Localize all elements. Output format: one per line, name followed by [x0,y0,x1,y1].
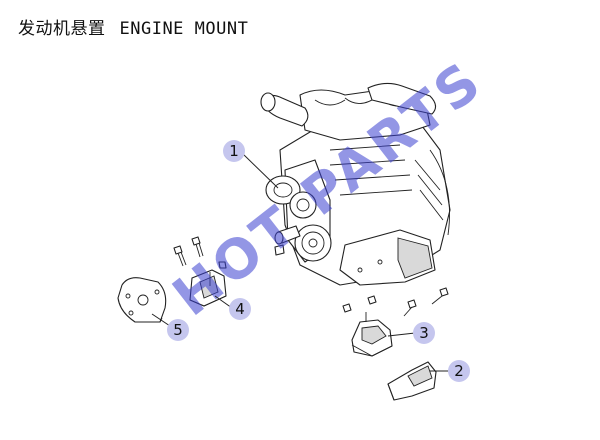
title-chinese: 发动机悬置 [18,19,106,39]
leader-4 [214,295,233,309]
callout-5: 5 [167,319,189,341]
part-4-rubber-mount [189,269,227,307]
svg-text:4: 4 [235,300,245,318]
title-english: ENGINE MOUNT [119,19,249,39]
part-2-bracket [387,361,437,401]
leader-5 [151,313,171,327]
leader-1 [241,152,279,189]
svg-text:5: 5 [173,321,183,339]
leader-3 [387,332,416,337]
diagram-title: 发动机悬置 ENGINE MOUNT [18,14,248,39]
bolt-set-left [173,236,227,269]
bolt-set-right [342,287,449,317]
svg-text:2: 2 [454,362,464,380]
callout-3: 3 [413,322,435,344]
part-3-rubber-mount [351,312,393,357]
callout-1: 1 [223,140,245,162]
engine-assembly [260,82,451,286]
callout-2: 2 [448,360,470,382]
svg-text:1: 1 [229,142,239,160]
callout-4: 4 [229,298,251,320]
svg-text:3: 3 [419,324,429,342]
part-5-bracket [117,277,167,323]
